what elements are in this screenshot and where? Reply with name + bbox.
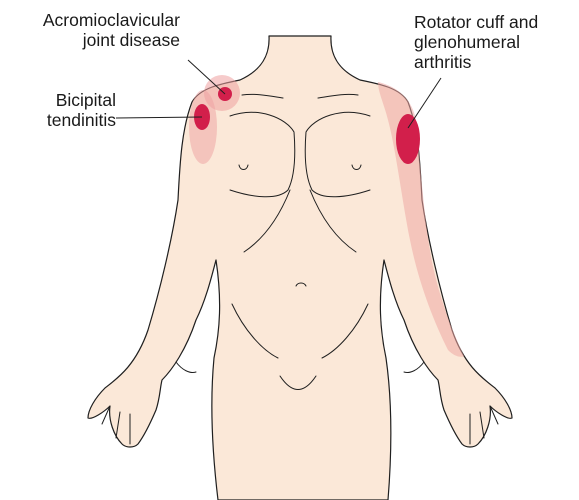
- label-bicipital-line2: tendinitis: [20, 110, 116, 130]
- label-rotator-cuff-line1: Rotator cuff and: [414, 12, 538, 32]
- body-silhouette: [88, 36, 512, 500]
- label-bicipital: Bicipital tendinitis: [20, 90, 116, 130]
- rotator-cuff-core: [396, 114, 420, 164]
- label-rotator-cuff-line2: glenohumeral: [414, 32, 538, 52]
- label-acromioclavicular: Acromioclavicular joint disease: [10, 10, 180, 50]
- label-rotator-cuff: Rotator cuff and glenohumeral arthritis: [414, 12, 538, 72]
- label-acromioclavicular-line2: joint disease: [10, 30, 180, 50]
- leader-rotator-cuff: [408, 78, 441, 128]
- label-rotator-cuff-line3: arthritis: [414, 52, 538, 72]
- label-bicipital-line1: Bicipital: [20, 90, 116, 110]
- label-acromioclavicular-line1: Acromioclavicular: [10, 10, 180, 30]
